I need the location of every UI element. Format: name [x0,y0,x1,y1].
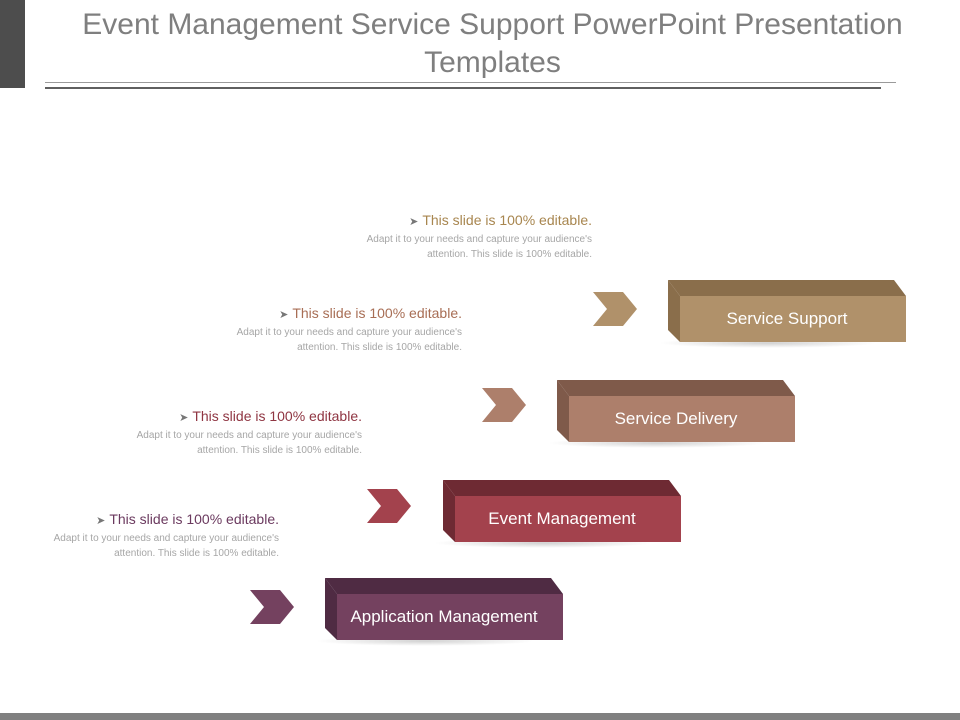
step-event-management: Event Management [433,480,681,548]
footer-bar [0,713,960,720]
note-body: Adapt it to your needs and capture your … [53,533,279,559]
note-heading: This slide is 100% editable. [292,305,462,321]
arrow-bullet-icon: ➤ [409,216,419,228]
chevron-right-icon [593,292,639,326]
note-heading: This slide is 100% editable. [422,212,592,228]
step-label: Service Support [726,309,848,328]
step-service-delivery: Service Delivery [547,380,795,448]
step-service-support: Service Support [658,280,906,348]
note-body: Adapt it to your needs and capture your … [366,234,592,260]
note-event-management: ➤This slide is 100% editable. Adapt it t… [122,408,362,458]
note-application-management: ➤This slide is 100% editable. Adapt it t… [39,511,279,561]
note-body: Adapt it to your needs and capture your … [136,430,362,456]
note-service-support: ➤This slide is 100% editable. Adapt it t… [352,212,592,262]
arrow-bullet-icon: ➤ [96,515,106,527]
step-label: Application Management [350,607,538,626]
title-divider-thin [45,82,896,83]
title-divider-thick [45,87,881,89]
chevron-right-icon [482,388,528,422]
chevron-right-icon [250,590,296,624]
step-label: Event Management [488,509,636,528]
step-application-management: Application Management [315,578,563,646]
note-heading: This slide is 100% editable. [192,408,362,424]
arrow-bullet-icon: ➤ [179,412,189,424]
note-service-delivery: ➤This slide is 100% editable. Adapt it t… [222,305,462,355]
note-heading: This slide is 100% editable. [109,511,279,527]
note-body: Adapt it to your needs and capture your … [236,327,462,353]
step-label: Service Delivery [614,409,738,428]
arrow-bullet-icon: ➤ [279,309,289,321]
chevron-right-icon [367,489,413,523]
title-corner-block [0,0,25,88]
slide-title: Event Management Service Support PowerPo… [82,8,903,79]
